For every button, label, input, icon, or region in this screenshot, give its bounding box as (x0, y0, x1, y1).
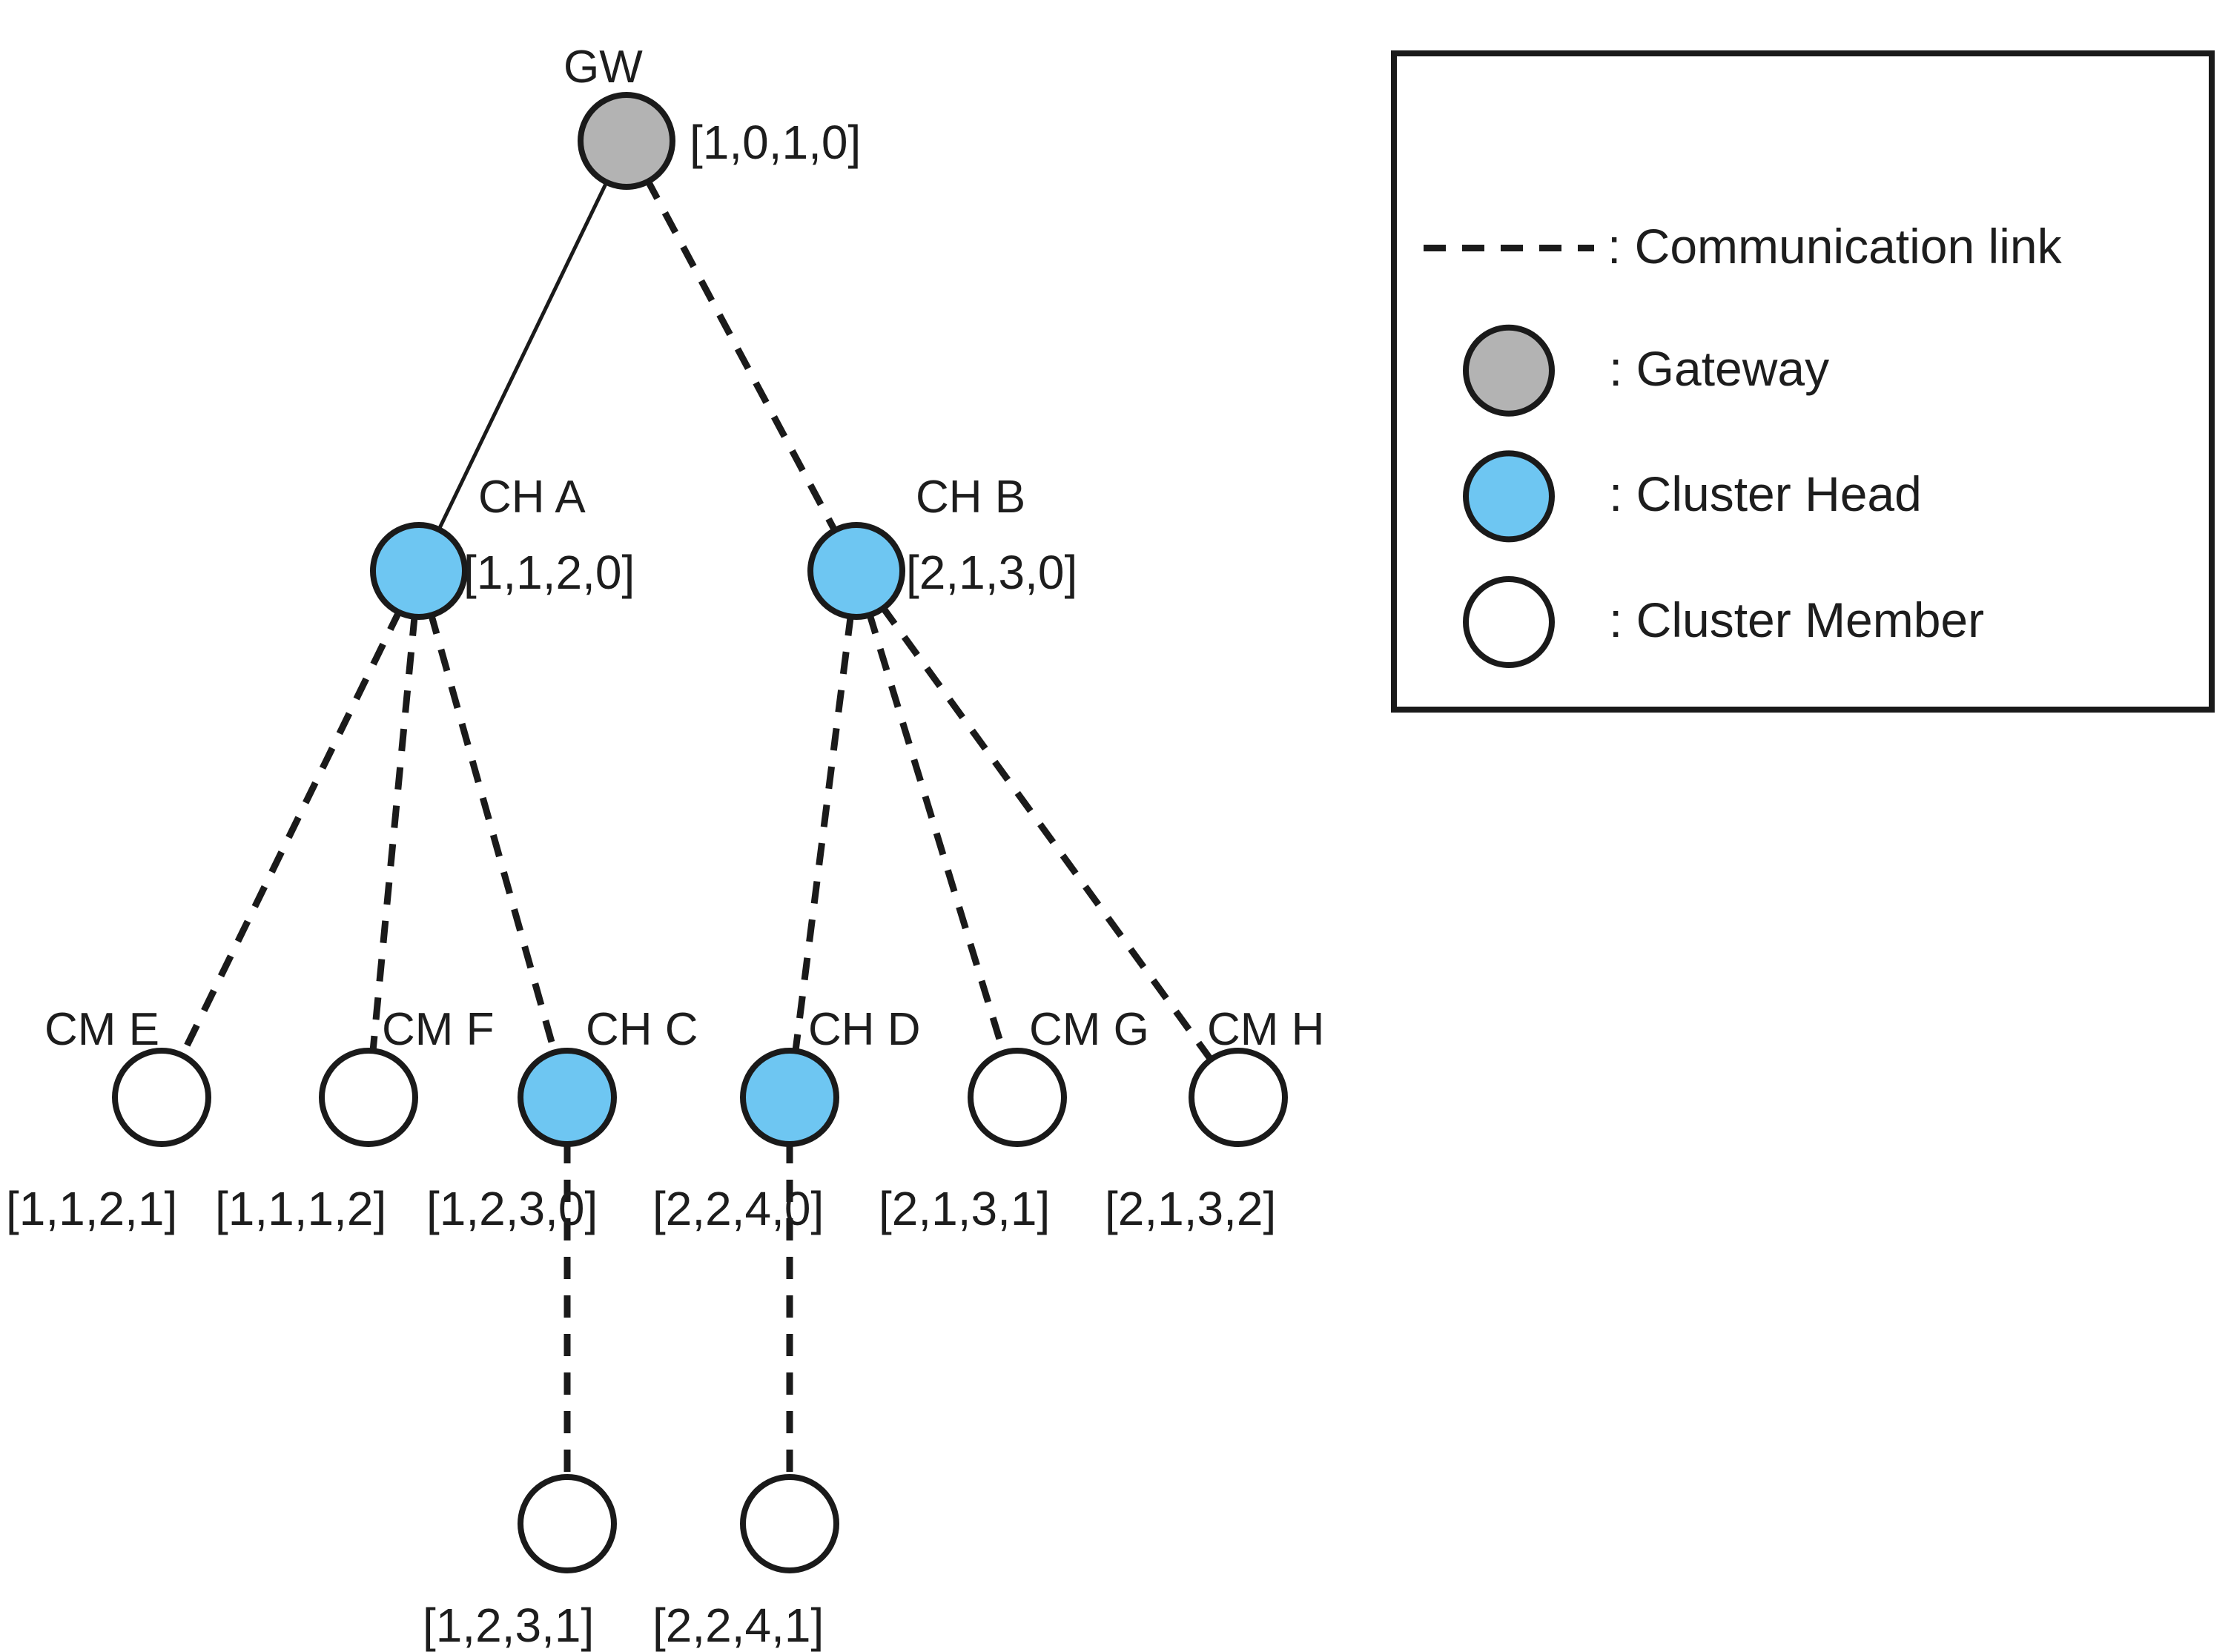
node-name-chb: CH B (916, 472, 1026, 523)
edge-gw-chb (644, 177, 839, 535)
node-coords-chc: [1,2,3,0] (426, 1182, 598, 1235)
node-coords-chb: [2,1,3,0] (906, 546, 1078, 599)
node-coords-cme: [1,1,2,1] (6, 1182, 178, 1235)
node-chd-cluster-head[interactable] (740, 1048, 839, 1147)
legend-label-3: : Cluster Member (1609, 592, 1985, 647)
node-coords-cmf: [1,1,1,2] (215, 1182, 387, 1235)
node-coords-cmg: [2,1,3,1] (879, 1182, 1051, 1235)
node-cmc1-cluster-member[interactable] (518, 1474, 617, 1573)
edge-cha-cme (177, 608, 403, 1060)
legend-white-circle-icon (1463, 576, 1555, 668)
edge-chb-cmh (879, 604, 1216, 1064)
node-cmh-cluster-member[interactable] (1189, 1048, 1288, 1147)
node-name-cmf: CM F (382, 1004, 495, 1055)
node-coords-cmh: [2,1,3,2] (1105, 1182, 1277, 1235)
node-cmf-cluster-member[interactable] (319, 1048, 418, 1147)
legend-gray-circle-icon (1463, 324, 1555, 417)
node-name-gw: GW (563, 42, 643, 93)
node-name-chd: CH D (808, 1004, 921, 1055)
edge-chb-cmg (865, 611, 1008, 1057)
node-chb-cluster-head[interactable] (807, 522, 905, 620)
node-gw-gateway[interactable] (578, 92, 675, 190)
legend-label-0: : Communication link (1607, 218, 2062, 274)
node-name-cmh: CM H (1207, 1004, 1325, 1055)
node-cmg-cluster-member[interactable] (968, 1048, 1067, 1147)
node-cme-cluster-member[interactable] (112, 1048, 211, 1147)
node-name-cme: CM E (44, 1004, 159, 1055)
node-coords-chd: [2,2,4,0] (652, 1182, 824, 1235)
node-name-chc: CH C (586, 1004, 698, 1055)
legend-label-1: : Gateway (1609, 340, 1830, 396)
node-chc-cluster-head[interactable] (518, 1048, 617, 1147)
node-cha-cluster-head[interactable] (370, 522, 468, 620)
node-name-cmg: CM G (1029, 1004, 1149, 1055)
legend-blue-circle-icon (1463, 450, 1555, 543)
node-coords-cha: [1,1,2,0] (463, 546, 635, 599)
node-cmd1-cluster-member[interactable] (740, 1474, 839, 1573)
legend-label-2: : Cluster Head (1609, 466, 1922, 522)
node-coords-gw: [1,0,1,0] (690, 116, 862, 169)
node-name-cha: CH A (478, 472, 586, 523)
edge-gw-cha (435, 179, 610, 533)
edge-cha-cmf (369, 613, 418, 1054)
